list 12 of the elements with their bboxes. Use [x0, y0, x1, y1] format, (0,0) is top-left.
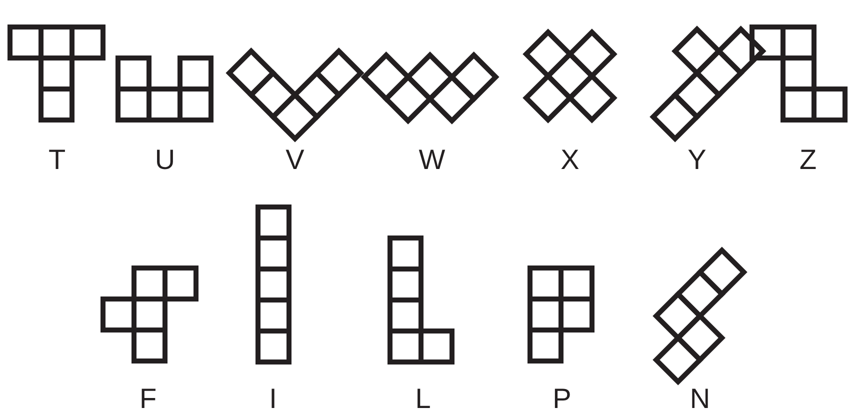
shape-letter: L — [415, 384, 431, 414]
shape-letter: U — [154, 145, 176, 175]
shape-letter: Z — [799, 145, 817, 175]
shape-letter: W — [418, 145, 446, 175]
shape-letter: Y — [688, 145, 706, 175]
shape-letter: V — [286, 145, 304, 175]
shape-letter: I — [269, 384, 277, 414]
shape-letter: T — [48, 145, 66, 175]
shape-letter: F — [139, 384, 157, 414]
shape-letter: X — [560, 145, 580, 175]
shape-letter: P — [552, 384, 572, 414]
shape-letter: N — [690, 384, 710, 414]
